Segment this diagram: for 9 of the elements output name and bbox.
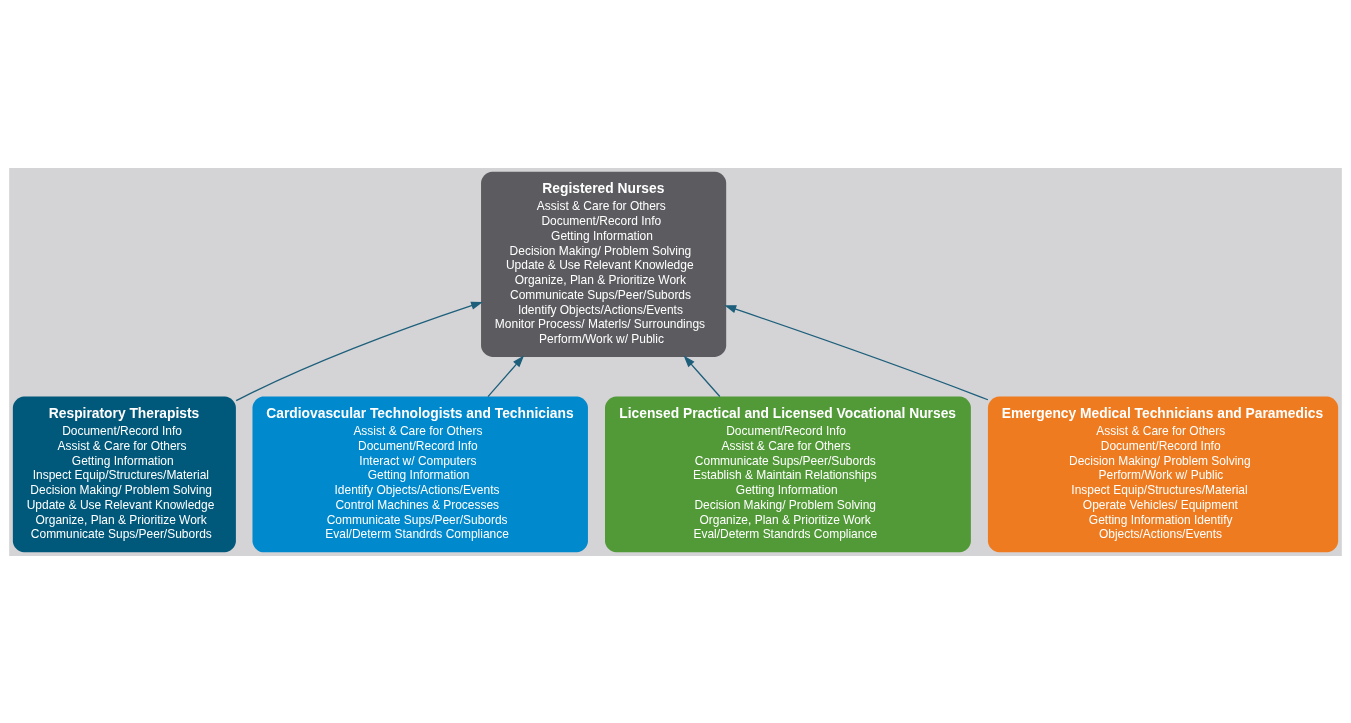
node-box: Licensed Practical and Licensed Vocational Nurses Document/Record Info Assist & Care for Others Communicate Sups/Peer/Subords Establish & Maintain Relationships Getting Information Decision Making/ Problem Solving Organize, Plan & Prioritize Work Eval/Determ Standrds Compliance xyxy=(605,396,971,552)
arrow xyxy=(724,304,989,400)
node-box: Respiratory Therapists Document/Record Info Assist & Care for Others Getting Information Inspect Equip/Structures/Material Decision Making/ Problem Solving Update & Use Relevant Knowledge Organize, Plan & Prioritize Work Communicate Sups/Peer/Subords xyxy=(12,396,236,552)
node-box: Cardiovascular Technologists and Technicians Assist & Care for Others Document/Record Info Interact w/ Computers Getting Information Identify Objects/Actions/Events Control Machines & Processes Communicate Sups/Peer/Subords Eval/Determ Standrds Compliance xyxy=(252,396,588,552)
arrow xyxy=(235,301,483,401)
arrow xyxy=(683,355,721,397)
node-box: Emergency Medical Technicians and Paramedics Assist & Care for Others Document/Record Info Decision Making/ Problem Solving Perform/Work w/ Public Inspect Equip/Structures/Material Operate Vehicles/ Equipment Getting Information Identify Objects/Actions/Events xyxy=(987,396,1339,552)
arrow xyxy=(487,355,525,397)
node-box: Registered Nurses Assist & Care for Others Document/Record Info Getting Information Decision Making/ Problem Solving Update & Use Relevant Knowledge Organize, Plan & Prioritize Work Communicate Sups/Peer/Subords Identify Objects/Actions/Events Monitor Process/ Materls/ Surroundings Perform/Work w/ Public xyxy=(481,171,727,357)
